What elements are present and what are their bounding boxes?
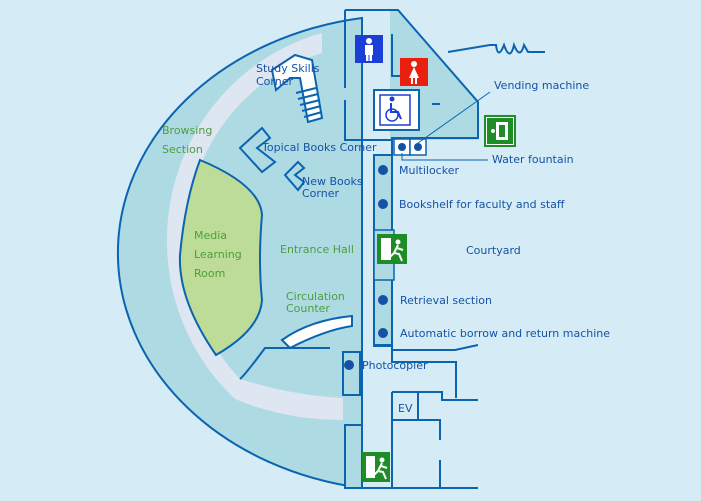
core-inner-wall [344, 10, 392, 141]
male-restroom-icon [355, 35, 383, 63]
multilocker-dot [378, 165, 388, 175]
roof-wave [490, 41, 545, 55]
browsing-aisle-lower [235, 379, 343, 420]
vending-machine-label: Vending machine [494, 79, 589, 92]
photocopier-dot [344, 360, 354, 370]
vending-machine-dot [414, 143, 422, 151]
topical-books-label: Topical Books Corner [261, 141, 377, 154]
browsing-label-1: Browsing [162, 124, 212, 137]
media-learning-room [178, 158, 264, 357]
browsing-label-2: Section [162, 143, 203, 156]
vending-leader [417, 91, 491, 144]
photocopier-label: Photocopier [362, 359, 428, 372]
inner-curve-wall [239, 347, 330, 380]
new-books-shelf [283, 160, 306, 192]
emergency-exit-icon-top [484, 115, 516, 147]
faculty-bookshelf-dot [378, 199, 388, 209]
browsing-aisle [166, 33, 322, 399]
circulation-label-2: Counter [286, 302, 330, 315]
emergency-exit-icon-bottom [362, 452, 390, 482]
water-fountain-dot [398, 143, 406, 151]
automatic-machine-dot [378, 328, 388, 338]
multilocker-label: Multilocker [399, 164, 459, 177]
emergency-exit-icon-mid [377, 234, 407, 264]
roof-line [447, 44, 491, 53]
faculty-bookshelf-label: Bookshelf for faculty and staff [399, 198, 565, 211]
water-fountain-label: Water fountain [492, 153, 574, 166]
media-room-label-1: Media [194, 229, 227, 242]
entrance-hall-label: Entrance Hall [280, 243, 354, 256]
stair-steps [295, 87, 323, 118]
courtyard-wall [391, 344, 479, 398]
retrieval-label: Retrieval section [400, 294, 492, 307]
bottom-walls [344, 391, 478, 489]
ev-label: EV [398, 402, 413, 415]
media-room-label-3: Room [194, 267, 225, 280]
new-books-label-1: New Books [302, 175, 363, 188]
bottom-corridor-wall [362, 420, 478, 489]
study-skills-stair [270, 53, 324, 124]
female-restroom-icon [400, 58, 428, 86]
study-skills-label-1: Study Skills [256, 62, 320, 75]
new-books-label-2: Corner [302, 187, 339, 200]
bottom-rooms [342, 351, 361, 396]
retrieval-dot [378, 295, 388, 305]
fountain-leader [401, 153, 488, 161]
study-skills-label-2: Corner [256, 75, 293, 88]
exit-corridor-bottom [344, 424, 363, 489]
topical-books-shelf [238, 126, 277, 174]
circulation-label-1: Circulation [286, 290, 345, 303]
wheelchair-icon [373, 89, 420, 131]
courtyard-label: Courtyard [466, 244, 521, 257]
circulation-counter [280, 314, 353, 350]
automatic-machine-label: Automatic borrow and return machine [400, 327, 610, 340]
media-room-label-2: Learning [194, 248, 242, 261]
